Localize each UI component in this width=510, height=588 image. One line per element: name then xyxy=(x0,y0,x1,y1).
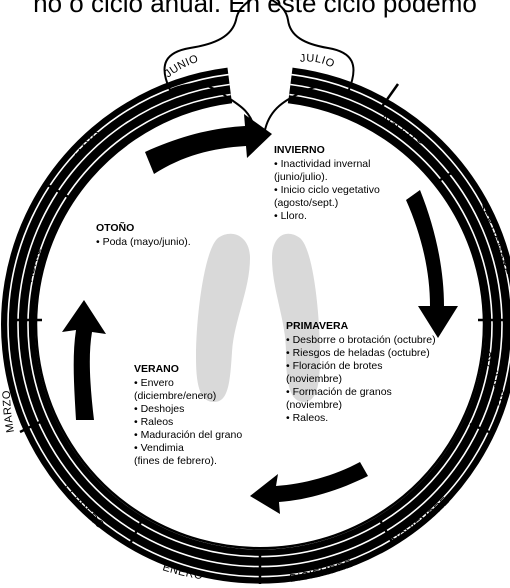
season-item: (noviembre) xyxy=(286,373,343,385)
season-primavera: PRIMAVERA • Desborre o brotación (octubr… xyxy=(286,320,456,425)
season-title-primavera: PRIMAVERA xyxy=(286,320,349,332)
season-item: • Envero xyxy=(134,377,174,389)
season-title-otono: OTOÑO xyxy=(96,222,135,234)
season-item: (junio/julio). xyxy=(274,171,328,183)
footprint-left xyxy=(196,233,250,402)
season-invierno: INVIERNO • Inactividad invernal (junio/j… xyxy=(274,144,424,223)
season-item: • Inactividad invernal xyxy=(274,158,371,170)
arrow-otono-invierno xyxy=(145,114,272,174)
season-item: • Formación de granos xyxy=(286,386,392,398)
season-title-invierno: INVIERNO xyxy=(274,144,325,156)
season-item: • Lloro. xyxy=(274,210,307,222)
season-item: • Deshojes xyxy=(134,403,185,415)
arrow-invierno-primavera xyxy=(406,190,458,338)
header-text: no o ciclo anual. En este ciclo podemo xyxy=(33,0,477,18)
season-item: • Desborre o brotación (octubre) xyxy=(286,334,436,346)
season-title-verano: VERANO xyxy=(134,363,179,375)
season-item: (fines de febrero). xyxy=(134,455,217,467)
ring-opening-right xyxy=(264,0,355,131)
month-label-marzo: MARZO xyxy=(1,390,17,434)
arrow-primavera-verano xyxy=(250,462,368,514)
season-otono: OTOÑO • Poda (mayo/junio). xyxy=(96,222,236,249)
season-item: (diciembre/enero) xyxy=(134,390,217,402)
footprint-right xyxy=(272,233,320,402)
season-item: • Inicio ciclo vegetativo xyxy=(274,184,380,196)
season-item: • Vendimia xyxy=(134,442,184,454)
season-item: • Maduración del grano xyxy=(134,429,243,441)
month-label-julio: JULIO xyxy=(299,52,336,70)
season-verano: VERANO • Envero (diciembre/enero) • Desh… xyxy=(134,363,284,468)
season-item: • Raleos xyxy=(134,416,174,428)
season-item: (noviembre) xyxy=(286,399,343,411)
month-dividers xyxy=(14,83,506,584)
ring-opening-left xyxy=(163,0,256,131)
cycle-arrows xyxy=(62,114,458,514)
season-item: • Poda (mayo/junio). xyxy=(96,236,191,248)
arrow-verano-otono xyxy=(62,300,106,420)
season-item: • Riesgos de heladas (octubre) xyxy=(286,347,430,359)
ring-inner-border xyxy=(34,100,486,550)
season-item: (agosto/sept.) xyxy=(274,197,339,209)
season-item: • Raleos. xyxy=(286,412,329,424)
season-item: • Floración de brotes xyxy=(286,360,383,372)
